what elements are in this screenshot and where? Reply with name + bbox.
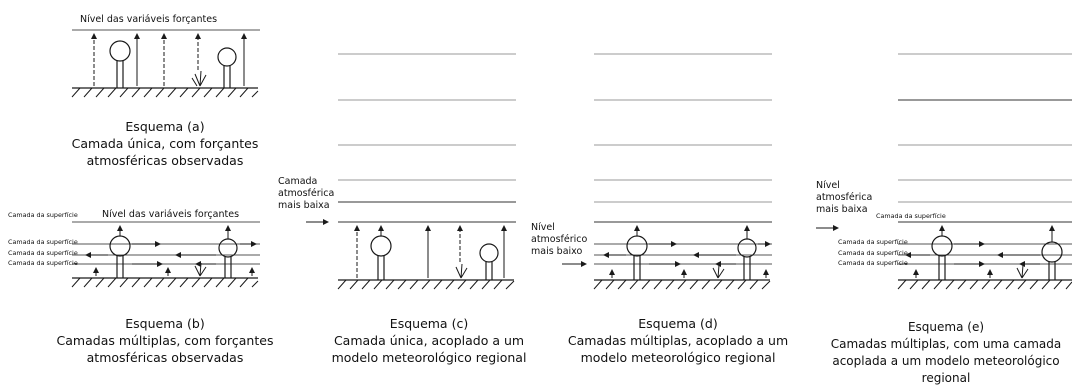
tree-icon <box>370 235 392 280</box>
layer-label: Camada da superfície <box>838 259 908 267</box>
forcing-level-label: Nível das variáveis forçantes <box>80 14 218 25</box>
scheme-d-caption: Esquema (d) Camadas múltiplas, acoplado … <box>558 315 798 366</box>
scheme-e-line-3: regional <box>921 371 971 385</box>
grass-icon <box>191 70 207 87</box>
surface-layer-label: Camada da superfície <box>8 211 78 219</box>
scheme-c-graphic <box>306 53 516 290</box>
tree-icon <box>479 243 499 280</box>
side-label-line: mais baixo <box>531 246 583 257</box>
scheme-d-line-1: Camadas múltiplas, acoplado a um <box>567 333 789 348</box>
scheme-b-graphic <box>71 221 260 288</box>
ground-hatch <box>897 279 1072 290</box>
scheme-e-line-2: acoplada a um modelo meteorológico <box>832 354 1060 368</box>
scheme-c-line-2: modelo meteorológico regional <box>331 350 527 365</box>
side-label-line: atmosférica <box>816 192 873 203</box>
scheme-d-graphic <box>562 53 772 290</box>
tree-icon <box>931 235 953 280</box>
scheme-d-title: Esquema (d) <box>638 316 718 331</box>
scheme-c-title: Esquema (c) <box>389 316 469 331</box>
scheme-c-line-1: Camada única, acoplado a um <box>333 333 525 348</box>
tree-icon <box>109 40 131 88</box>
ground-hatch <box>71 87 259 98</box>
scheme-e-line-1: Camadas múltiplas, com uma camada <box>830 337 1062 351</box>
scheme-b-title: Esquema (b) <box>125 316 205 331</box>
scheme-e-graphic <box>816 53 1072 290</box>
scheme-a-title: Esquema (a) <box>125 119 205 134</box>
scheme-c-caption: Esquema (c) Camada única, acoplado a um … <box>308 315 550 366</box>
grass-icon <box>194 262 207 277</box>
layer-label: Camada da superfície <box>8 238 78 246</box>
scheme-a-caption: Esquema (a) Camada única, com forçantes … <box>40 118 290 169</box>
tree-icon <box>218 238 238 278</box>
tree-icon <box>1041 241 1063 280</box>
side-label-line: mais baixa <box>816 204 868 215</box>
side-label-line: Nível <box>531 222 555 233</box>
scheme-b-caption: Esquema (b) Camadas múltiplas, com força… <box>40 315 290 366</box>
scheme-a-graphic <box>71 29 260 98</box>
tree-icon <box>109 235 131 278</box>
surface-layer-label: Camada da superfície <box>876 212 946 220</box>
scheme-e-title: Esquema (e) <box>907 320 985 334</box>
grass-icon <box>1016 264 1029 279</box>
scheme-b-line-1: Camadas múltiplas, com forçantes <box>56 333 274 348</box>
scheme-c-side-label: Camada atmosférica mais baixa <box>278 176 334 212</box>
layer-label: Camada da superfície <box>838 238 908 246</box>
scheme-d-line-2: modelo meteorológico regional <box>580 350 776 365</box>
tree-icon <box>626 235 648 280</box>
ground-hatch <box>71 277 259 288</box>
scheme-b-line-2: atmosféricas observadas <box>86 350 244 365</box>
scheme-a-line-1: Camada única, com forçantes <box>71 136 259 151</box>
side-label-line: Camada <box>278 176 318 187</box>
side-label-line: Nível <box>816 180 840 191</box>
grass-icon <box>455 263 468 279</box>
side-label-line: atmosférico <box>531 234 588 245</box>
scheme-a-line-2: atmosféricas observadas <box>86 153 244 168</box>
scheme-e-caption: Esquema (e) Camadas múltiplas, com uma c… <box>820 319 1072 387</box>
side-label-line: atmosférica <box>278 188 335 199</box>
layer-label: Camada da superfície <box>8 249 78 257</box>
ground-hatch <box>337 279 515 290</box>
tree-icon <box>217 47 237 88</box>
forcing-level-label: Nível das variáveis forçantes <box>102 209 240 220</box>
scheme-d-side-label: Nível atmosférico mais baixo <box>531 222 587 258</box>
layer-label: Camada da superfície <box>838 249 908 257</box>
ground-hatch <box>593 279 771 290</box>
side-label-line: mais baixa <box>278 200 330 211</box>
scheme-e-side-label: Nível atmosférica mais baixa <box>816 180 872 216</box>
layer-label: Camada da superfície <box>8 259 78 267</box>
tree-icon <box>737 238 757 280</box>
grass-icon <box>712 264 725 279</box>
